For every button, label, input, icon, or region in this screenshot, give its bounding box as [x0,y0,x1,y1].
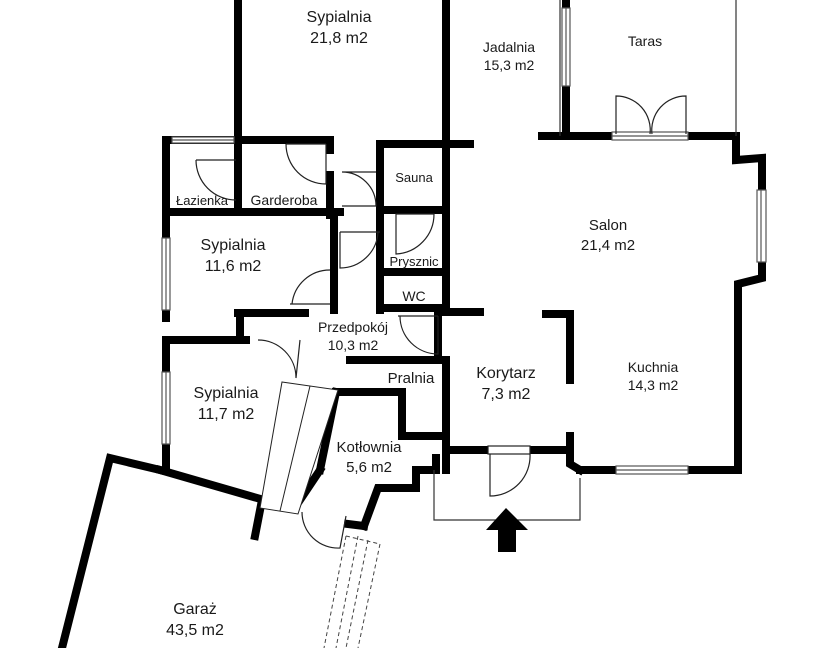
room-name: Prysznic [389,254,439,269]
room-name: Taras [627,33,663,49]
room-area: 5,6 m2 [346,458,392,476]
vestibule-glazing [259,381,339,515]
walls [57,0,766,648]
room-sauna: Sauna [386,170,442,187]
room-name: Sypialnia [306,9,372,26]
room-name: WC [402,288,426,304]
room-area: 11,7 m2 [197,405,255,423]
room-name: Salon [588,217,628,234]
room-prysznic: Prysznic [384,254,444,271]
room-name: Kuchnia [627,359,679,375]
room-korytarz: Korytarz 7,3 m2 [456,364,556,406]
room-name: Kotłownia [336,439,402,456]
room-pralnia: Pralnia [374,369,448,389]
windows [161,7,767,475]
dashed-ramp [323,535,381,648]
room-jadalnia: Jadalnia 15,3 m2 [464,38,554,74]
room-name: Sypialnia [193,385,259,402]
room-name: Garderoba [250,192,318,208]
room-sypialnia-mid: Sypialnia 11,6 m2 [178,236,288,278]
room-name: Jadalnia [482,39,536,55]
room-area: 43,5 m2 [166,621,224,639]
room-taras: Taras [610,32,680,50]
room-name: Korytarz [476,365,536,382]
room-name: Przedpokój [317,319,389,335]
room-area: 10,3 m2 [327,337,379,354]
room-name: Pralnia [387,370,435,387]
thin-lines [433,0,737,521]
entrance-arrow-icon [486,508,528,552]
room-sypialnia-low: Sypialnia 11,7 m2 [174,384,278,426]
room-name: Łazienka [175,193,229,208]
room-name: Sypialnia [200,237,266,254]
room-salon: Salon 21,4 m2 [560,216,656,255]
room-name: Garaż [173,601,217,618]
room-area: 21,8 m2 [310,29,368,47]
room-name: Sauna [395,170,433,185]
room-przedpokoj: Przedpokój 10,3 m2 [300,318,406,354]
room-garderoba: Garderoba [240,191,328,209]
room-sypialnia-top: Sypialnia 21,8 m2 [284,8,394,50]
room-lazienka: Łazienka [166,193,238,210]
room-area: 21,4 m2 [580,236,636,254]
room-kotlownia: Kotłownia 5,6 m2 [324,438,414,477]
room-kuchnia: Kuchnia 14,3 m2 [606,358,700,394]
room-wc: WC [392,287,436,305]
room-area: 7,3 m2 [481,385,531,403]
room-area: 11,6 m2 [204,257,262,275]
room-garaz: Garaż 43,5 m2 [150,600,240,642]
room-area: 15,3 m2 [483,57,535,74]
room-area: 14,3 m2 [627,377,679,394]
